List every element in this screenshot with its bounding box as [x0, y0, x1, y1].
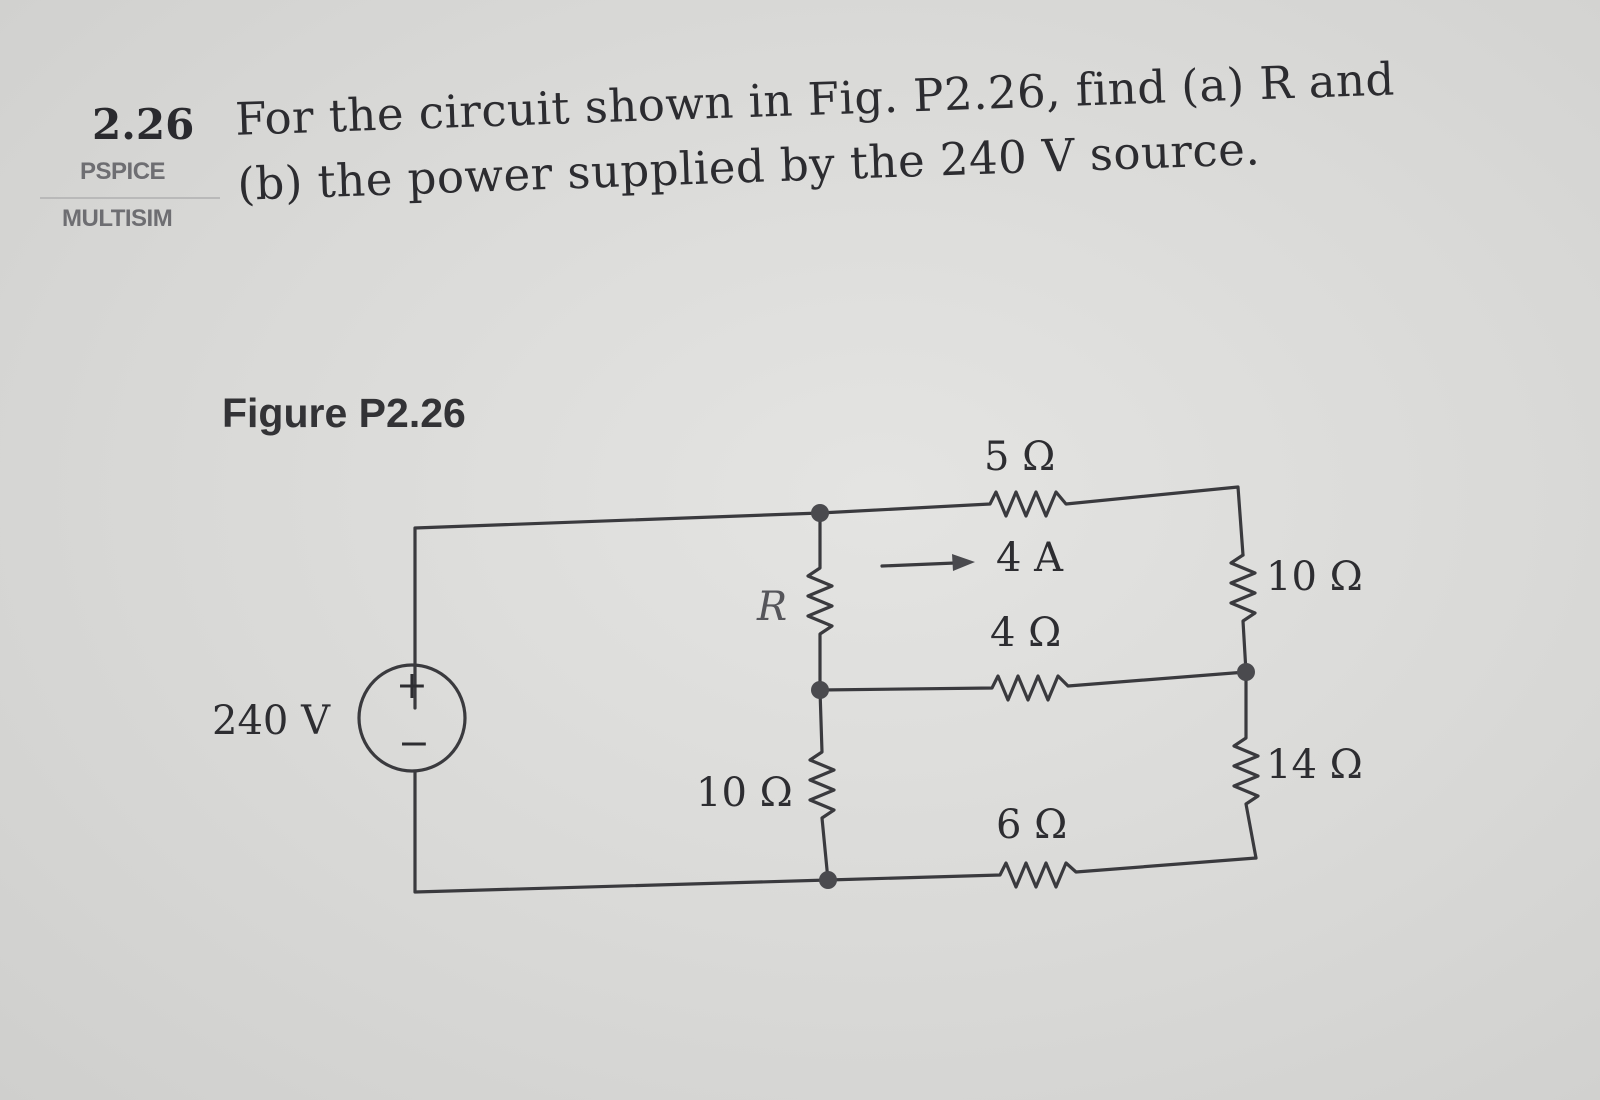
resistor-14-ohm-icon	[1232, 670, 1260, 860]
source-voltage-label: 240 V	[212, 698, 331, 744]
multisim-tag: MULTISIM	[62, 205, 173, 232]
resistor-10-ohm-right-label: 10 Ω	[1266, 554, 1363, 600]
problem-number: 2.26	[92, 100, 195, 149]
resistor-4-ohm-label: 4 Ω	[990, 610, 1061, 656]
junction-node	[819, 871, 837, 889]
resistor-10-ohm-left-icon	[808, 688, 836, 882]
resistor-r-icon	[806, 511, 834, 692]
resistor-6-ohm-label: 6 Ω	[996, 802, 1067, 848]
tag-divider	[40, 197, 220, 199]
resistor-14-ohm-label: 14 Ω	[1266, 742, 1363, 788]
resistor-10-ohm-right-icon	[1229, 553, 1257, 674]
figure-caption: Figure P2.26	[222, 390, 466, 436]
wire-top-5ohm	[818, 485, 1245, 557]
voltage-source-icon	[357, 663, 467, 773]
current-label: 4 A	[996, 535, 1064, 581]
pspice-tag: PSPICE	[80, 158, 166, 185]
current-arrow-icon	[952, 554, 975, 571]
source-minus-sign: −	[398, 721, 430, 765]
resistor-r-label: R	[756, 584, 787, 630]
resistor-5-ohm-label: 5 Ω	[984, 434, 1055, 480]
junction-node	[811, 681, 829, 699]
wire-bottom-6ohm	[826, 856, 1258, 889]
wire-bottom-left	[413, 770, 830, 894]
junction-node	[1237, 663, 1255, 681]
wire-middle-4ohm	[818, 670, 1248, 702]
current-arrow-line	[880, 561, 957, 568]
wire-top-left	[413, 511, 822, 710]
source-plus-sign: +	[396, 663, 428, 707]
junction-node	[811, 504, 829, 522]
resistor-10-ohm-left-label: 10 Ω	[696, 770, 793, 816]
